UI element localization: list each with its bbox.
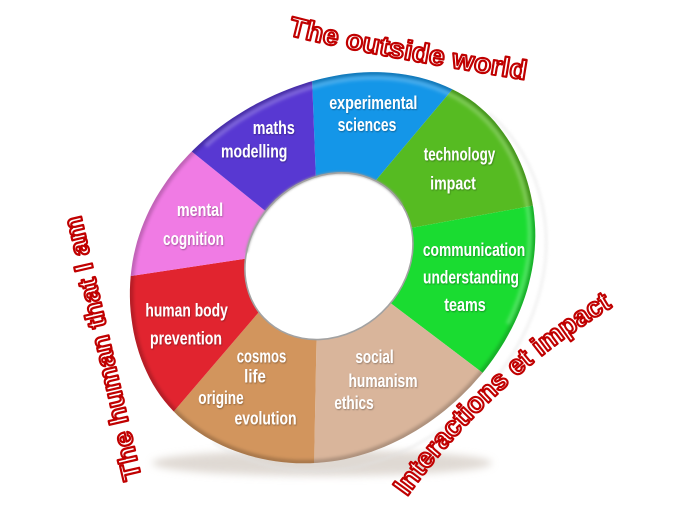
svg-text:The outside world: The outside world [286, 11, 529, 86]
svg-text:evolution: evolution [235, 409, 297, 429]
svg-text:technology: technology [424, 145, 496, 165]
svg-text:origine: origine [198, 388, 243, 408]
svg-text:understanding: understanding [423, 268, 519, 288]
svg-text:communication: communication [423, 240, 525, 260]
svg-text:sciences: sciences [338, 115, 397, 135]
svg-text:cognition: cognition [163, 229, 224, 249]
svg-text:humanism: humanism [349, 371, 418, 391]
svg-text:ethics: ethics [334, 393, 373, 413]
svg-text:mental: mental [177, 200, 223, 220]
svg-text:maths: maths [253, 118, 295, 138]
svg-text:life: life [244, 367, 266, 387]
svg-text:social: social [355, 347, 393, 367]
svg-text:modelling: modelling [221, 141, 287, 161]
svg-text:teams: teams [444, 295, 486, 315]
svg-text:The human that I am: The human that I am [57, 214, 147, 484]
svg-text:human body: human body [145, 301, 228, 321]
svg-text:experimental: experimental [329, 93, 417, 113]
svg-text:cosmos: cosmos [237, 347, 287, 367]
svg-text:impact: impact [430, 174, 476, 194]
svg-text:prevention: prevention [150, 328, 222, 348]
